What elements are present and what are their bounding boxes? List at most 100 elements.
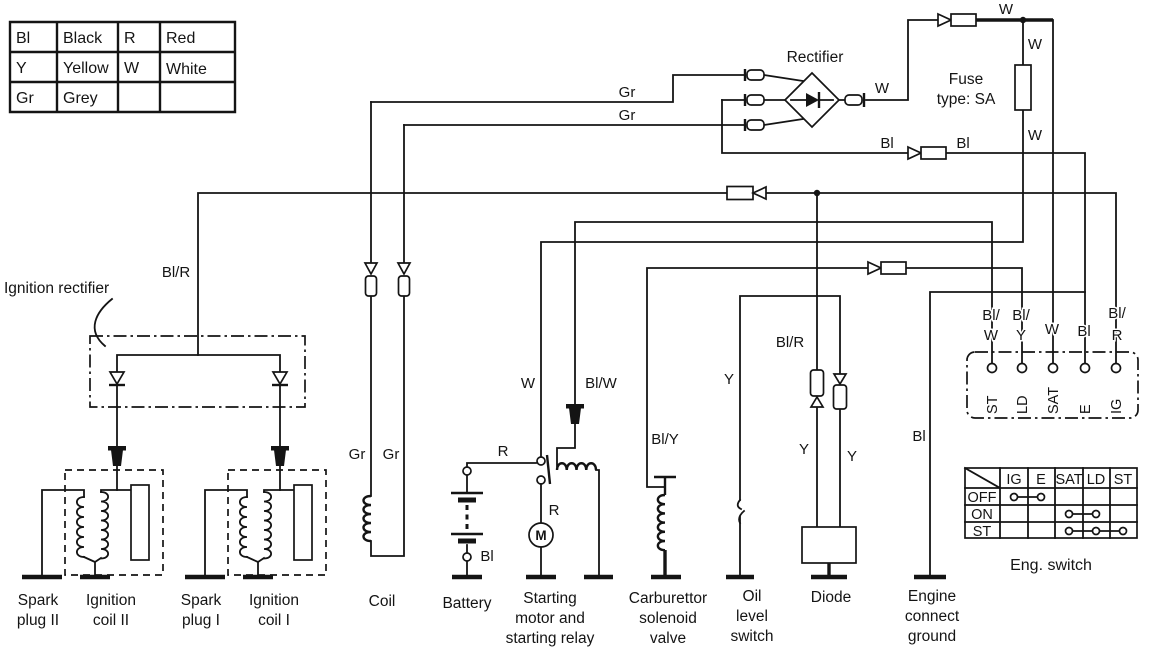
starting-motor-label: starting relay <box>506 630 595 647</box>
wire-label: Bl/Y <box>651 431 679 448</box>
wire-label: R <box>1112 327 1123 344</box>
oil-switch-label: Oil <box>743 588 762 605</box>
starting-motor-label: Starting <box>523 590 576 607</box>
wire-label: Bl <box>956 135 969 152</box>
spark-plug-2-label: plug II <box>17 612 59 629</box>
battery-label: Battery <box>442 595 491 612</box>
wire-label: Bl/ <box>1108 305 1126 322</box>
carburettor-label: solenoid <box>639 610 697 627</box>
table-col-header: SAT <box>1055 472 1082 488</box>
fuse-label: type: SA <box>937 91 996 108</box>
table-col-header: E <box>1036 472 1046 488</box>
wire-label: W <box>521 375 536 392</box>
wire-label: R <box>498 443 509 460</box>
spark-plug-1-label: Spark <box>181 592 222 609</box>
switch-connection-st <box>1064 526 1128 536</box>
ignition-coil-1-label: Ignition <box>249 592 299 609</box>
oil-switch-label: switch <box>730 628 773 645</box>
legend-cell: White <box>166 61 207 78</box>
component-labels: Spark plug II Ignition coil II Spark plu… <box>17 588 960 647</box>
wire-label: Bl <box>480 548 493 565</box>
wire-label: Y <box>847 448 857 465</box>
ignition-coil-1-label: coil I <box>258 612 290 629</box>
spark-plug-1-label: plug I <box>182 612 220 629</box>
plug-connector <box>271 446 289 466</box>
starting-relay-motor: M <box>526 454 613 580</box>
eng-switch-label: Eng. switch <box>1010 557 1092 574</box>
legend-cell: Bl <box>16 30 30 47</box>
table-row-header: ST <box>973 524 992 540</box>
spark-plug-2-label: Spark <box>18 592 59 609</box>
engine-ground-label: connect <box>905 608 960 625</box>
table-col-header: IG <box>1006 472 1021 488</box>
ignition-coil-2 <box>22 446 164 580</box>
wire-label: Gr <box>619 107 636 124</box>
carburettor-label: valve <box>650 630 686 647</box>
wire-label: R <box>549 502 560 519</box>
ignition-rectifier-label: Ignition rectifier <box>4 280 109 297</box>
wire-labels: Gr Gr W W W W Bl Bl Bl/R Gr Gr W Bl/W R … <box>160 0 1044 567</box>
legend-cell: W <box>124 60 140 77</box>
legend-cell: Black <box>63 30 103 47</box>
wire-label: Bl/ <box>1012 307 1030 324</box>
engine-ground-label: ground <box>908 628 956 645</box>
wire-label: Y <box>799 441 809 458</box>
table-col-header: LD <box>1087 472 1106 488</box>
oil-level-switch <box>726 498 754 580</box>
wire-label: Bl/R <box>776 334 805 351</box>
wire-label: Bl <box>1077 323 1090 340</box>
battery <box>451 462 537 580</box>
wire-label: Bl/ <box>982 307 1000 324</box>
table-row-header: ON <box>971 507 993 523</box>
diode-label: Diode <box>811 589 852 606</box>
wire-label: Bl <box>912 428 925 445</box>
terminal-label: LD <box>1015 395 1031 414</box>
wire-label: Y <box>724 371 734 388</box>
switch-connection-on <box>1064 509 1101 519</box>
diode-assembly <box>801 526 857 580</box>
engine-ground-label: Engine <box>908 588 956 605</box>
ignition-rectifier: Ignition rectifier <box>4 280 306 447</box>
rectifier-symbol: Rectifier <box>743 49 866 131</box>
wire-label: W <box>1045 321 1060 338</box>
stator-coil <box>362 494 372 543</box>
wire-label: Bl <box>880 135 893 152</box>
switch-connection-off <box>1009 492 1046 502</box>
wire-label: W <box>999 1 1014 18</box>
legend-cell: Gr <box>16 90 34 107</box>
legend-table: Bl Black R Red Y Yellow W White Gr Grey <box>8 20 237 114</box>
motor-letter: M <box>535 528 546 543</box>
engine-switch-connector: ST LD SAT E IG Bl/ W Bl/ Y W Bl Bl/ R <box>966 304 1139 419</box>
plug-connector <box>566 404 584 424</box>
wire-label: Bl/W <box>585 375 618 392</box>
coil-label: Coil <box>369 593 396 610</box>
wire-label: Gr <box>383 446 400 463</box>
rectifier-label: Rectifier <box>787 49 844 66</box>
legend-cell: Grey <box>63 90 98 107</box>
wire-label: W <box>1028 36 1043 53</box>
ignition-coil-1 <box>185 446 327 580</box>
oil-switch-label: level <box>736 608 768 625</box>
wire-label: W <box>875 80 890 97</box>
wire-label: W <box>1028 127 1043 144</box>
carburettor-label: Carburettor <box>629 590 707 607</box>
terminal-label: SAT <box>1046 387 1062 414</box>
wire-label: Bl/R <box>162 264 191 281</box>
ignition-coil-2-label: Ignition <box>86 592 136 609</box>
wire-label: Gr <box>349 446 366 463</box>
legend-cell: Red <box>166 30 195 47</box>
wire-label: W <box>984 327 999 344</box>
fuse-symbol: Fuse type: SA <box>937 64 1032 111</box>
legend-cell: Yellow <box>63 60 109 77</box>
terminal-label: ST <box>985 395 1001 414</box>
terminal-label: E <box>1078 404 1094 414</box>
table-col-header: ST <box>1114 472 1133 488</box>
plug-connector <box>108 446 126 466</box>
ignition-coil-2-label: coil II <box>93 612 129 629</box>
bullet-connector <box>844 93 866 107</box>
legend-cell: Y <box>16 60 27 77</box>
bullet-connector <box>743 69 765 131</box>
starting-motor-label: motor and <box>515 610 585 627</box>
